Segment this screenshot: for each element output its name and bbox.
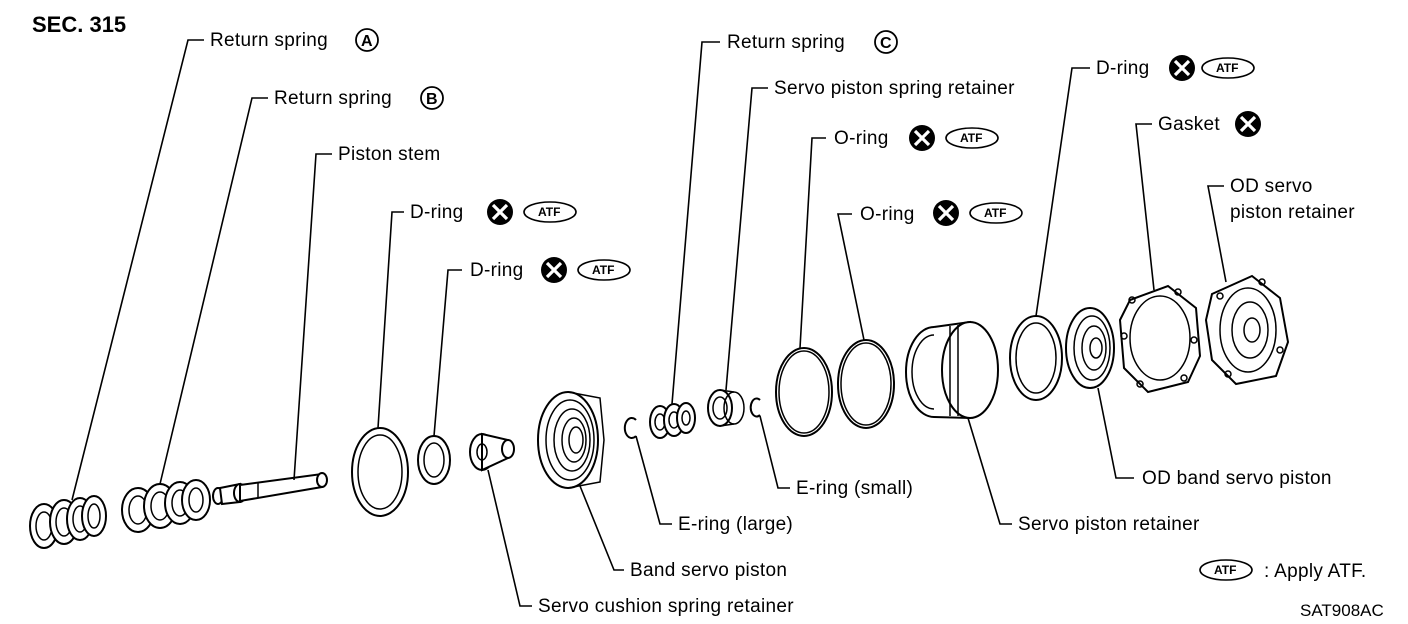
servo-piston-spring-retainer-part [707,389,745,427]
piston-stem-part [212,472,328,506]
mark-c-icon: C [874,30,898,54]
svg-text:ATF: ATF [592,263,614,277]
replace-x-icon [487,199,513,225]
label-d-ring-3: D-ring [1096,58,1150,79]
replace-x-icon [909,125,935,151]
atf-badge-icon: ATF [577,259,631,281]
label-return-spring-a: Return spring [210,30,328,51]
label-piston-stem: Piston stem [338,144,441,165]
atf-badge-icon: ATF [1201,57,1255,79]
o-ring-2-part [837,339,895,429]
label-o-ring-1: O-ring [834,128,889,149]
label-od-servo-piston-retainer-line2: piston retainer [1230,202,1355,223]
label-servo-cushion-spring-retainer: Servo cushion spring retainer [538,596,794,617]
svg-text:ATF: ATF [538,205,560,219]
replace-x-icon [933,200,959,226]
legend-atf-icon: ATF [1199,559,1253,581]
label-gasket: Gasket [1158,114,1220,135]
label-d-ring-2: D-ring [470,260,524,281]
atf-badge-icon: ATF [969,202,1023,224]
od-servo-piston-retainer-part [1204,274,1290,386]
label-servo-piston-retainer: Servo piston retainer [1018,514,1200,535]
replace-x-icon [1169,55,1195,81]
figure-code: SAT908AC [1300,601,1384,620]
replace-x-icon [541,257,567,283]
d-ring-large-part [351,427,409,517]
d-ring-right-part [1009,315,1063,401]
atf-badge-icon: ATF [523,201,577,223]
label-servo-piston-spring-retainer: Servo piston spring retainer [774,78,1015,99]
od-band-servo-piston-part [1065,307,1115,389]
label-e-ring-large: E-ring (large) [678,514,793,535]
svg-text:ATF: ATF [1214,563,1236,577]
atf-badge-icon: ATF [945,127,999,149]
svg-text:ATF: ATF [1216,61,1238,75]
svg-text:A: A [361,33,373,50]
mark-a-icon: A [355,28,379,52]
legend-text: : Apply ATF. [1264,561,1367,582]
return-spring-a-part [29,495,107,549]
return-spring-c-part [649,402,696,439]
section-label: SEC. 315 [32,12,126,37]
gasket-part [1118,284,1202,394]
svg-text:C: C [880,35,892,52]
label-d-ring-1: D-ring [410,202,464,223]
label-e-ring-small: E-ring (small) [796,478,913,499]
svg-text:ATF: ATF [960,131,982,145]
label-od-servo-piston-retainer-line1: OD servo [1230,176,1313,197]
mark-b-icon: B [420,86,444,110]
servo-piston-retainer-part [905,320,999,420]
label-o-ring-2: O-ring [860,204,915,225]
svg-text:B: B [426,91,438,108]
e-ring-large-part [623,417,637,439]
e-ring-small-part [749,397,761,418]
label-band-servo-piston: Band servo piston [630,560,787,581]
label-return-spring-b: Return spring [274,88,392,109]
band-servo-piston-part [537,391,605,489]
svg-text:ATF: ATF [984,206,1006,220]
return-spring-b-part [121,479,211,533]
servo-cushion-spring-retainer-part [469,432,515,472]
d-ring-small-part [417,435,451,485]
replace-x-icon [1235,111,1261,137]
o-ring-1-part [775,347,833,437]
label-return-spring-c: Return spring [727,32,845,53]
label-od-band-servo-piston: OD band servo piston [1142,468,1332,489]
